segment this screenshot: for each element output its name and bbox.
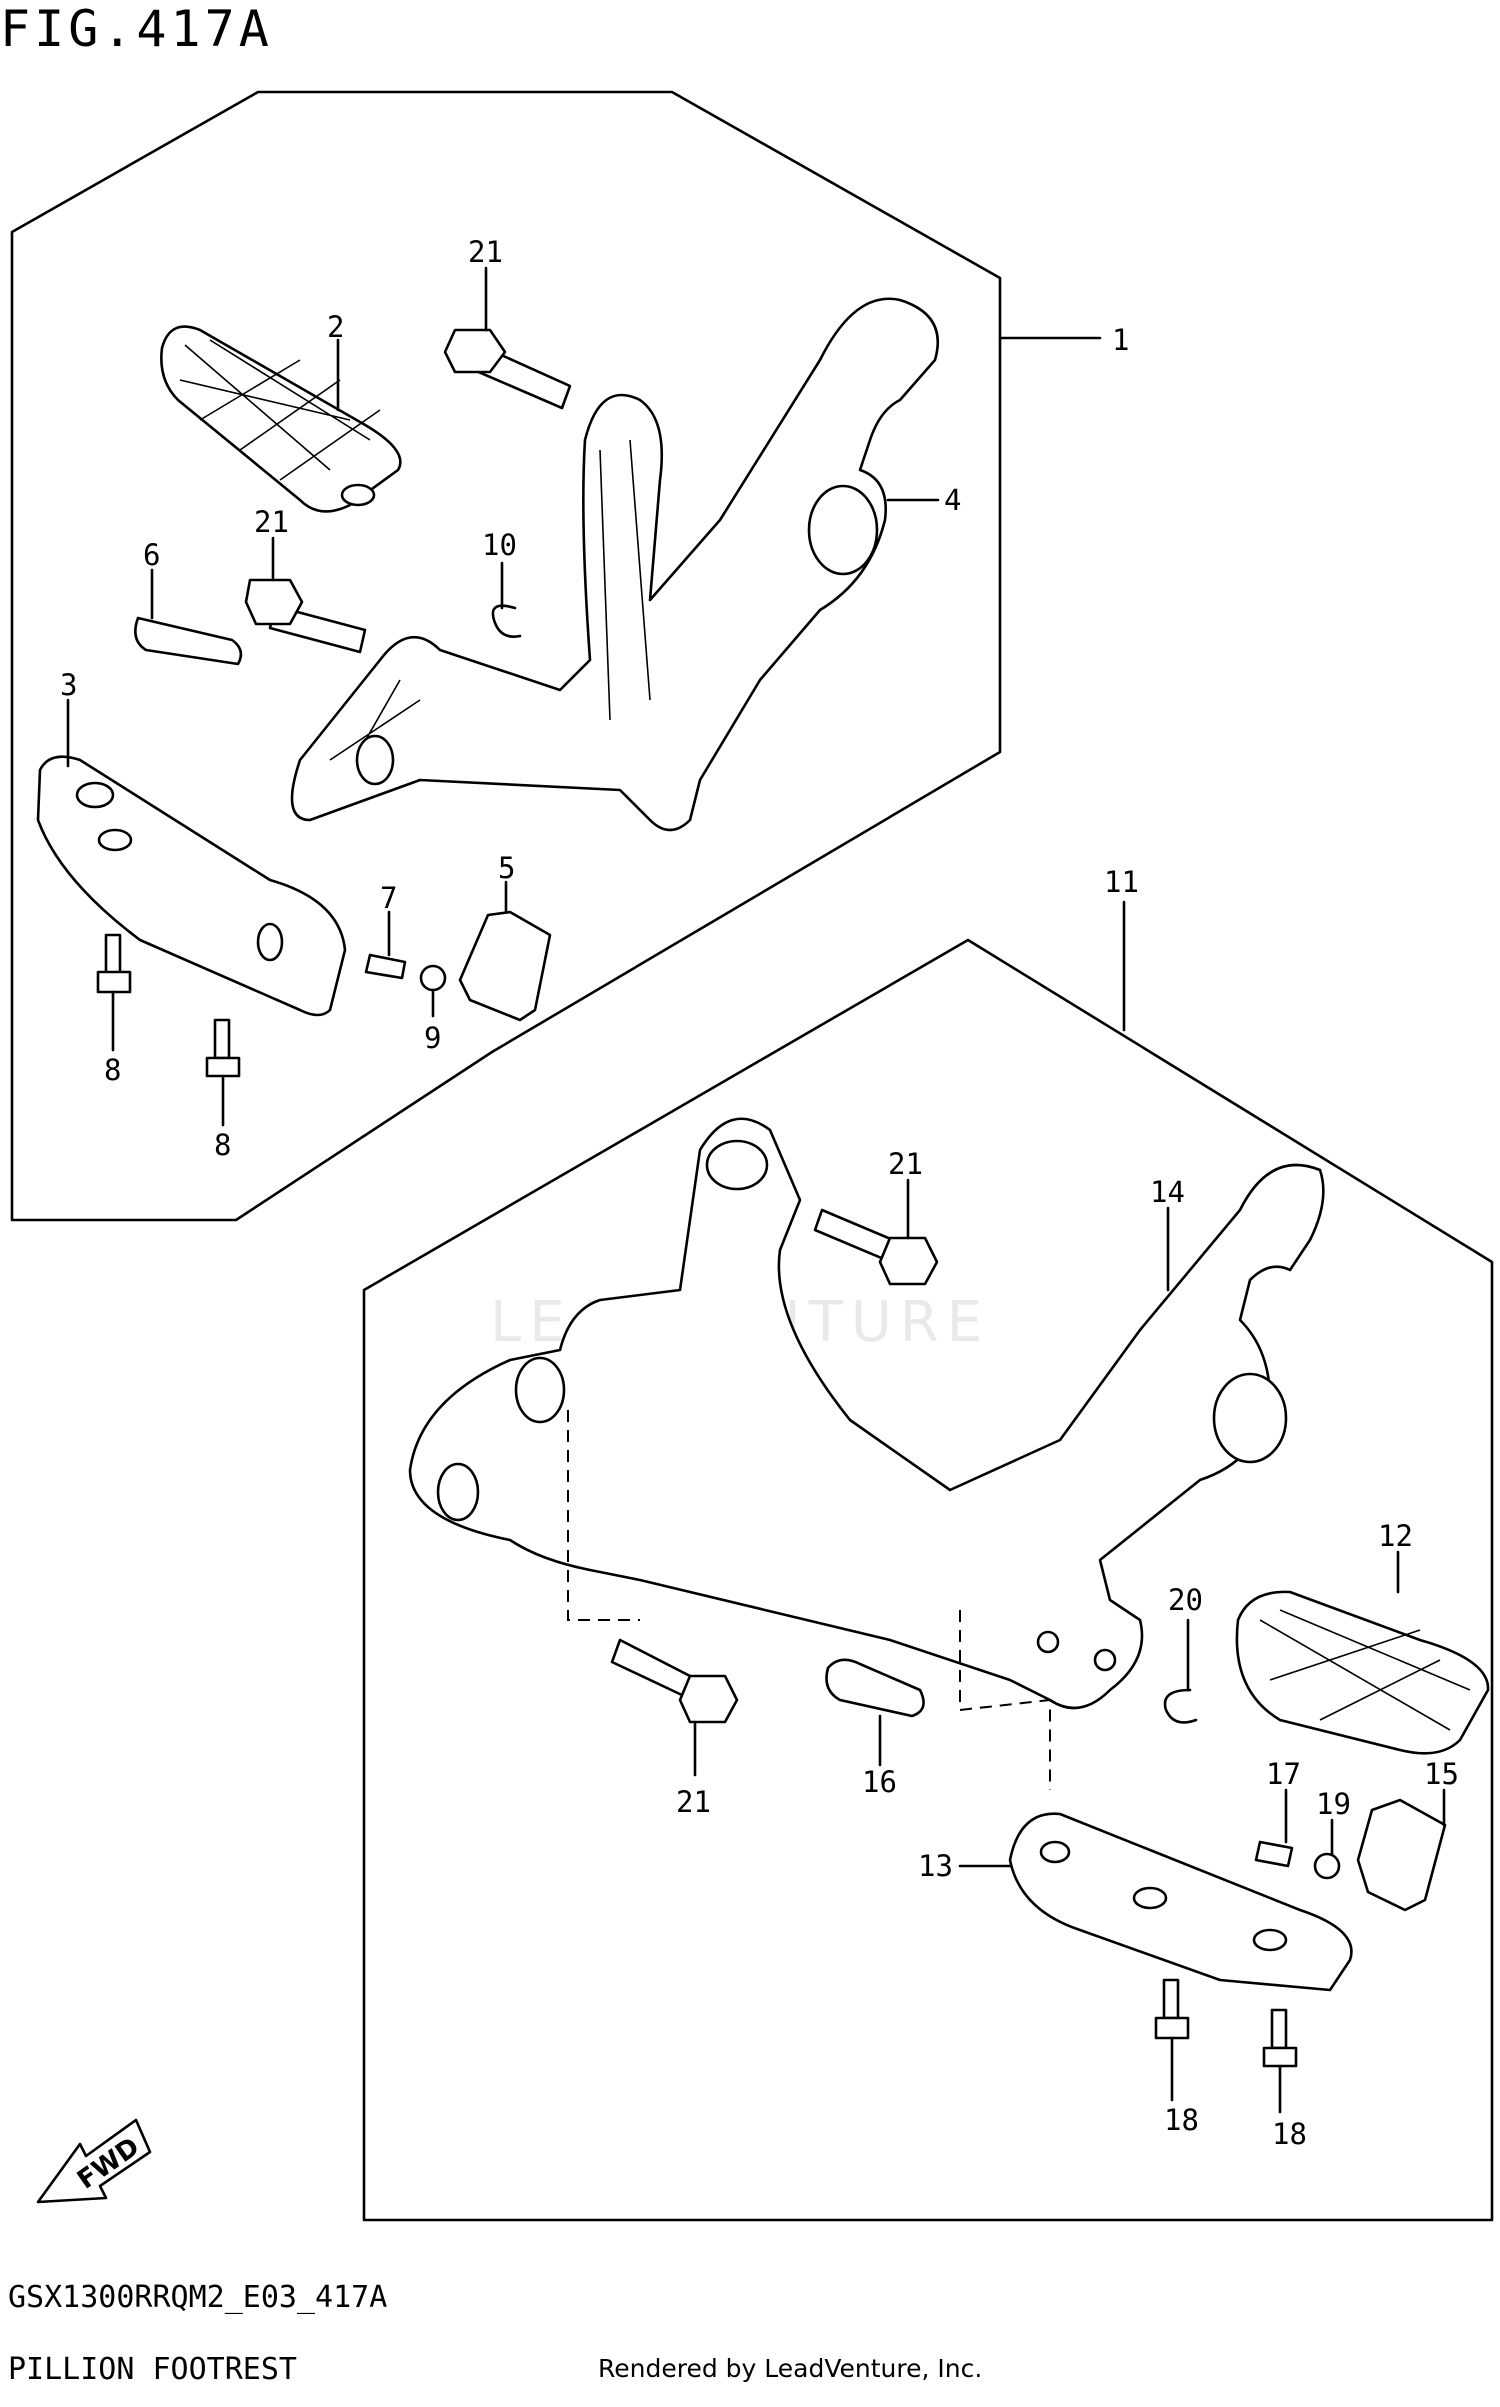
- ball-lower: [1313, 1852, 1341, 1880]
- plate-upper: [458, 910, 552, 1022]
- callout-17: 17: [1266, 1757, 1301, 1791]
- bolt-18b: [1262, 2008, 1298, 2068]
- callout-16: 16: [862, 1765, 897, 1799]
- figure-code: GSX1300RRQM2_E03_417A: [8, 2280, 388, 2315]
- callout-3: 3: [60, 668, 77, 702]
- callout-1: 1: [1112, 323, 1129, 357]
- callout-13: 13: [918, 1849, 953, 1883]
- bolt-8b: [205, 1018, 241, 1078]
- callout-7: 7: [380, 881, 397, 915]
- footrest-lower: [1008, 1812, 1353, 1992]
- render-credit: Rendered by LeadVenture, Inc.: [598, 2354, 983, 2383]
- callout-19: 19: [1316, 1787, 1351, 1821]
- callout-21c: 21: [888, 1147, 923, 1181]
- callout-6: 6: [143, 538, 160, 572]
- figure-title: FIG.417A: [0, 0, 273, 58]
- fwd-arrow-icon: FWD: [36, 2118, 152, 2204]
- callout-9: 9: [424, 1021, 441, 1055]
- pin-upper: [134, 616, 243, 666]
- bracket-lower: [408, 1117, 1325, 1790]
- bolt-upper-2: [244, 578, 367, 654]
- footpeg-upper: [160, 325, 402, 513]
- clip-lower: [1163, 1688, 1198, 1724]
- spring-lower: [1254, 1840, 1294, 1868]
- bolt-upper-1: [443, 328, 572, 410]
- callout-12: 12: [1378, 1519, 1413, 1553]
- callout-21b: 21: [254, 505, 289, 539]
- callout-4: 4: [944, 483, 961, 517]
- callout-8a: 8: [104, 1053, 121, 1087]
- callout-2: 2: [327, 310, 344, 344]
- footrest-upper: [36, 755, 347, 1017]
- callout-20: 20: [1168, 1583, 1203, 1617]
- group-box-lower: [362, 938, 1494, 2222]
- callout-21d: 21: [676, 1785, 711, 1819]
- spring-upper: [364, 953, 407, 980]
- callout-18b: 18: [1272, 2117, 1307, 2151]
- bolt-lower-1: [813, 1208, 939, 1286]
- callout-21a: 21: [468, 235, 503, 269]
- pin-lower: [825, 1658, 925, 1718]
- ball-upper: [419, 964, 447, 992]
- callout-5: 5: [498, 851, 515, 885]
- bolt-18a: [1154, 1978, 1190, 2040]
- clip-upper: [491, 604, 522, 638]
- leaders-lower: [693, 900, 1446, 2114]
- bracket-upper: [290, 297, 940, 832]
- group-box-upper: [10, 90, 1002, 1222]
- bolt-8a: [96, 933, 132, 994]
- callout-15: 15: [1424, 1757, 1459, 1791]
- callout-18a: 18: [1164, 2103, 1199, 2137]
- callout-10: 10: [482, 528, 517, 562]
- figure-name: PILLION FOOTREST: [8, 2352, 297, 2387]
- leaders-upper: [66, 266, 1102, 1127]
- callout-8b: 8: [214, 1128, 231, 1162]
- footpeg-lower: [1235, 1590, 1490, 1755]
- callout-14: 14: [1150, 1175, 1185, 1209]
- plate-lower: [1356, 1798, 1447, 1912]
- bolt-lower-2: [610, 1638, 739, 1724]
- callout-11: 11: [1104, 865, 1139, 899]
